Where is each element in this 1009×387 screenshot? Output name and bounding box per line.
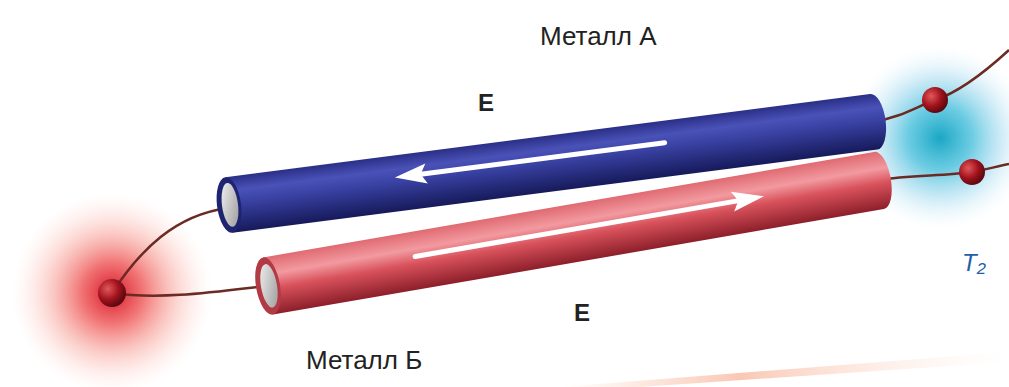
field-arrow xyxy=(415,200,740,256)
metal-label: Металл Б xyxy=(306,346,422,375)
field-label: E xyxy=(574,300,590,326)
temperature-label: T₂ xyxy=(962,250,986,276)
cold-junction xyxy=(922,87,948,113)
hot-junction xyxy=(98,279,126,307)
field-arrow xyxy=(417,143,665,175)
wire-face xyxy=(257,263,280,309)
cylinder-end xyxy=(251,255,285,316)
wire xyxy=(878,164,1009,180)
wire-face xyxy=(219,182,240,228)
metal-b-cylinder xyxy=(251,150,895,317)
cylinder-body xyxy=(263,150,896,315)
light-streak xyxy=(560,352,1009,387)
wire xyxy=(112,286,266,296)
field-arrowhead xyxy=(394,164,428,188)
field-label: E xyxy=(478,90,494,116)
cold-junction xyxy=(959,159,985,185)
field-arrowhead xyxy=(731,186,766,211)
metal-label: Металл А xyxy=(540,22,657,51)
cylinder-end xyxy=(214,176,245,235)
wire xyxy=(872,50,1009,122)
wire xyxy=(112,208,228,293)
